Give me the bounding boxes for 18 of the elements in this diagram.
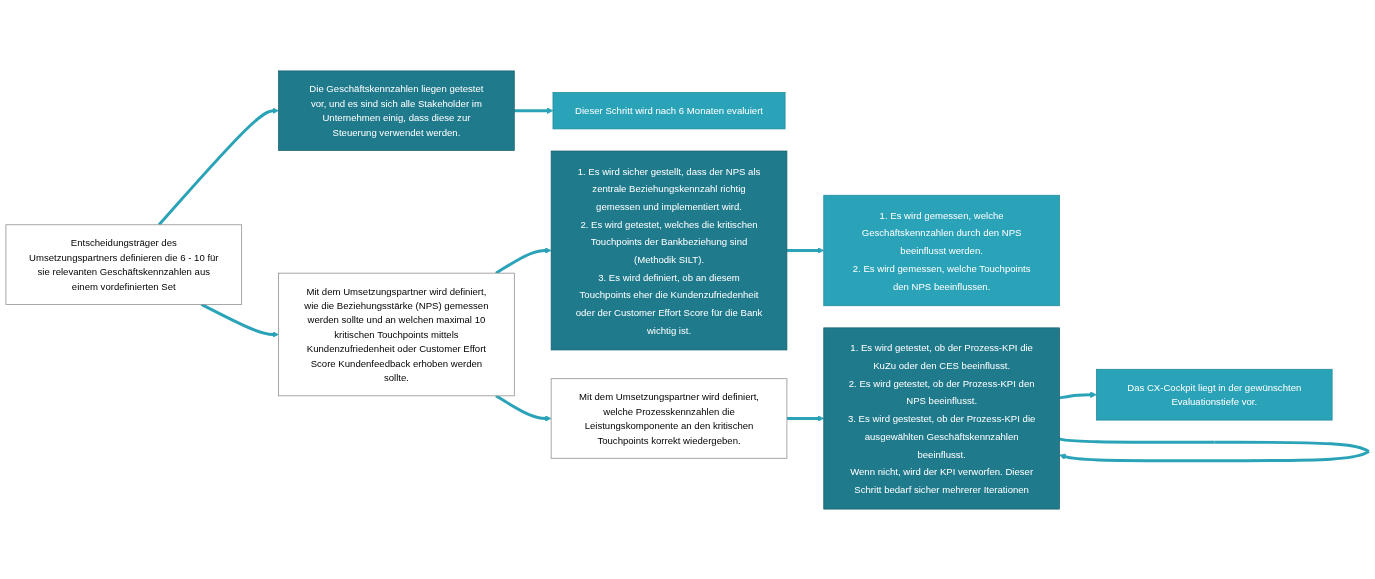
node-box: Die Geschäftskennzahlen liegen getestet vor, und es sind sich alle Stakeholder im Unternehmen einig, dass diese zur Steuerung verwendet werden. <box>278 70 515 151</box>
node-box: Mit dem Umsetzungspartner wird definiert, wie die Beziehungsstärke (NPS) gemessen werden sollte und an welchen maximal 10 kritischen Touchpoints mittels Kundenzufriedenheit oder Customer Effort Score Kundenfeedback erhoben werden sollte. <box>278 272 515 396</box>
node-box: Mit dem Umsetzungspartner wird definiert, welche Prozesskennzahlen die Leistungskomponente an den kritischen Touchpoints korrekt wiedergeben. <box>550 377 788 459</box>
arrow <box>1059 437 1370 462</box>
arrow <box>200 302 279 338</box>
node-box: Das CX-Cockpit liegt in der gewünschten Evaluationstiefe vor. <box>1096 368 1333 420</box>
arrow <box>1059 390 1097 399</box>
arrow <box>786 414 825 422</box>
node-box: 1. Es wird getestet, ob der Prozess-KPI die KuZu oder den CES beeinflusst. 2. Es wird getestet, ob der Prozess-KPI den NPS beeinflusst. 3. Es wird gestestet, ob der Prozess-KPI die ausgewählten Geschäftskennzahlen beeinflusst. Wenn nicht, wird der KPI verworfen. Dieser Schritt bedarf sicher mehrerer Iterationen <box>823 327 1060 509</box>
arrow <box>157 106 279 226</box>
arrow <box>786 246 825 254</box>
node-box: Dieser Schritt wird nach 6 Monaten evaluiert <box>552 91 786 129</box>
arrow <box>495 394 552 422</box>
node-box: 1. Es wird sicher gestellt, dass der NPS als zentrale Beziehungskennzahl richtig gemessen und implementiert wird. 2. Es wird getestet, welches die kritischen Touchpoints der Bankbeziehung sind (Methodik SILT). 3. Es wird definiert, ob an diesem Touchpoints eher die Kundenzufriedenheit oder der Customer Effort Score für die Bank wichtig ist. <box>550 150 788 350</box>
node-box: Entscheidungsträger des Umsetzungspartners definieren die 6 - 10 für sie relevanten Geschäftskennzahlen aus einem vordefinierten Set <box>5 223 243 305</box>
arrow <box>514 106 554 114</box>
arrow <box>495 246 552 274</box>
node-box: 1. Es wird gemessen, welche Geschäftskennzahlen durch den NPS beeinflusst werden. 2. Es wird gemessen, welche Touchpoints den NPS beeinflussen. <box>823 194 1060 306</box>
